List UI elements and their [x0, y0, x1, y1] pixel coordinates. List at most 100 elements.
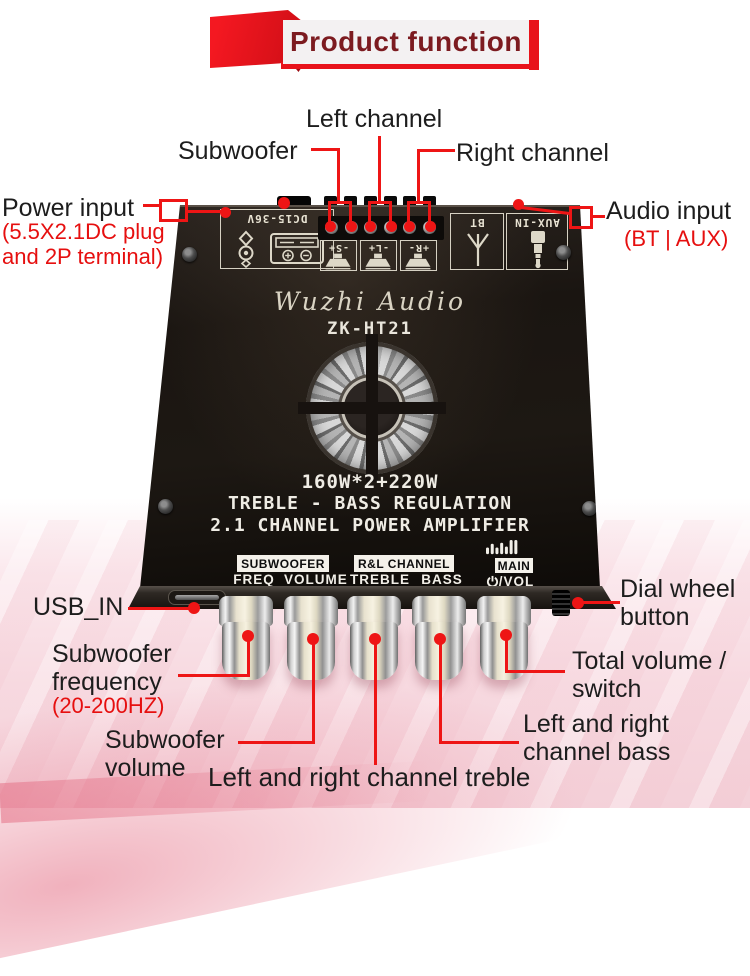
knob-collar [284, 596, 338, 626]
callout-line [417, 149, 420, 203]
fan-cross-bar [366, 334, 378, 482]
callout-dot [188, 602, 200, 614]
treble-label: TREBLE [350, 572, 410, 587]
callout-line [591, 215, 605, 218]
dial-wheel [552, 590, 570, 616]
subwoofer-volume-knob [284, 596, 338, 680]
main-group-label: MAIN [495, 558, 533, 573]
board-top-bevel [180, 205, 580, 207]
knob-body [287, 622, 335, 680]
freq-label: FREQ [233, 572, 275, 587]
knob-collar [412, 596, 466, 626]
callout-line [417, 149, 455, 152]
mounting-screw [158, 499, 173, 514]
dial-wheel-label: Dial wheel button [620, 575, 736, 631]
mounting-screw [182, 247, 197, 262]
bass-callout-label: Left and right channel bass [523, 710, 671, 766]
callout-dot [242, 630, 254, 642]
subwoofer-frequency-label: Subwoofer frequency [52, 640, 172, 696]
mounting-screw [556, 245, 571, 260]
total-volume-label: Total volume / switch [572, 647, 727, 703]
callout-line [389, 203, 392, 225]
callout-line [312, 642, 315, 744]
callout-line [407, 201, 431, 204]
right-channel-label: Right channel [456, 139, 609, 167]
subwoofer-output-label: -S+ [327, 242, 350, 253]
knob-collar [477, 596, 531, 626]
audio-input-label: Audio input [606, 197, 732, 225]
callout-line [374, 642, 377, 765]
product-function-page: { "banner": { "title": "Product function… [0, 10, 750, 976]
callout-line [311, 148, 339, 151]
treble-callout-label: Left and right channel treble [208, 762, 531, 792]
callout-line [247, 639, 250, 677]
callout-line [582, 601, 620, 604]
right-output-box: +R- [400, 240, 437, 271]
mounting-screw [582, 501, 597, 516]
power-rating: 160W*2+220W [301, 471, 439, 493]
subwoofer-label: Subwoofer [178, 137, 298, 165]
callout-dot [572, 597, 584, 609]
spec-line-2: TREBLE - BASS REGULATION [227, 493, 513, 514]
page-title: Product function [283, 20, 529, 64]
callout-box [569, 206, 593, 229]
subwoofer-volume-label: Subwoofer volume [105, 726, 225, 782]
left-output-label: -L+ [367, 242, 390, 253]
callout-dot [365, 221, 376, 232]
callout-line [505, 638, 508, 673]
callout-line [368, 201, 392, 204]
subwoofer-group-label: SUBWOOFER [237, 555, 329, 572]
speaker-icon [325, 253, 351, 270]
callout-dot [220, 207, 231, 218]
right-output-label: +R- [407, 242, 430, 253]
usb-in-label: USB_IN [33, 593, 124, 621]
rl-channel-group-label: R&L CHANNEL [354, 555, 454, 572]
knob-collar [347, 596, 401, 626]
callout-line [349, 203, 352, 225]
left-output-box: -L+ [360, 240, 397, 271]
callout-dot [346, 221, 357, 232]
vol-text: /VOL [498, 574, 535, 589]
dc-input-box: DC15-36V [220, 209, 334, 269]
brand-logo: Wuzhi Audio [273, 287, 467, 316]
amplifier-board: DC15-36V -S+ [140, 205, 600, 589]
callout-line [328, 203, 331, 225]
volume-label: VOLUME [284, 572, 348, 587]
bass-label: BASS [421, 572, 463, 587]
model-number: ZK-HT21 [327, 319, 413, 339]
bt-label: BT [469, 216, 485, 229]
callout-dot [307, 633, 319, 645]
terminal-block-icon [270, 233, 324, 264]
callout-dot [434, 633, 446, 645]
callout-dot [513, 199, 524, 210]
callout-line [378, 136, 381, 203]
callout-line [238, 741, 315, 744]
dc-label: DC15-36V [246, 212, 308, 225]
callout-line [187, 210, 223, 213]
callout-line [143, 204, 161, 207]
bluetooth-antenna-icon [467, 233, 489, 266]
callout-line [439, 642, 442, 744]
power-input-label: Power input [2, 194, 135, 222]
left-channel-label: Left channel [306, 105, 443, 133]
aux-label: AUX-IN [514, 216, 560, 229]
bt-input-box: BT [450, 213, 504, 270]
polarity-icon [238, 230, 254, 268]
callout-line [505, 670, 565, 673]
callout-dot [404, 221, 415, 232]
callout-line [128, 607, 190, 610]
callout-dot [386, 221, 397, 232]
callout-dot [325, 221, 336, 232]
callout-box [159, 199, 188, 222]
spec-line-3: 2.1 CHANNEL POWER AMPLIFIER [210, 515, 530, 536]
callout-line [407, 203, 410, 225]
equalizer-icon [486, 539, 518, 555]
callout-line [439, 741, 519, 744]
banner-right-bar [529, 20, 539, 70]
knob-collar [219, 596, 273, 626]
aux-input-box: AUX-IN [506, 213, 568, 270]
callout-dot [369, 633, 381, 645]
subwoofer-output-box: -S+ [320, 240, 357, 271]
callout-line [428, 203, 431, 225]
speaker-icon [365, 253, 391, 270]
